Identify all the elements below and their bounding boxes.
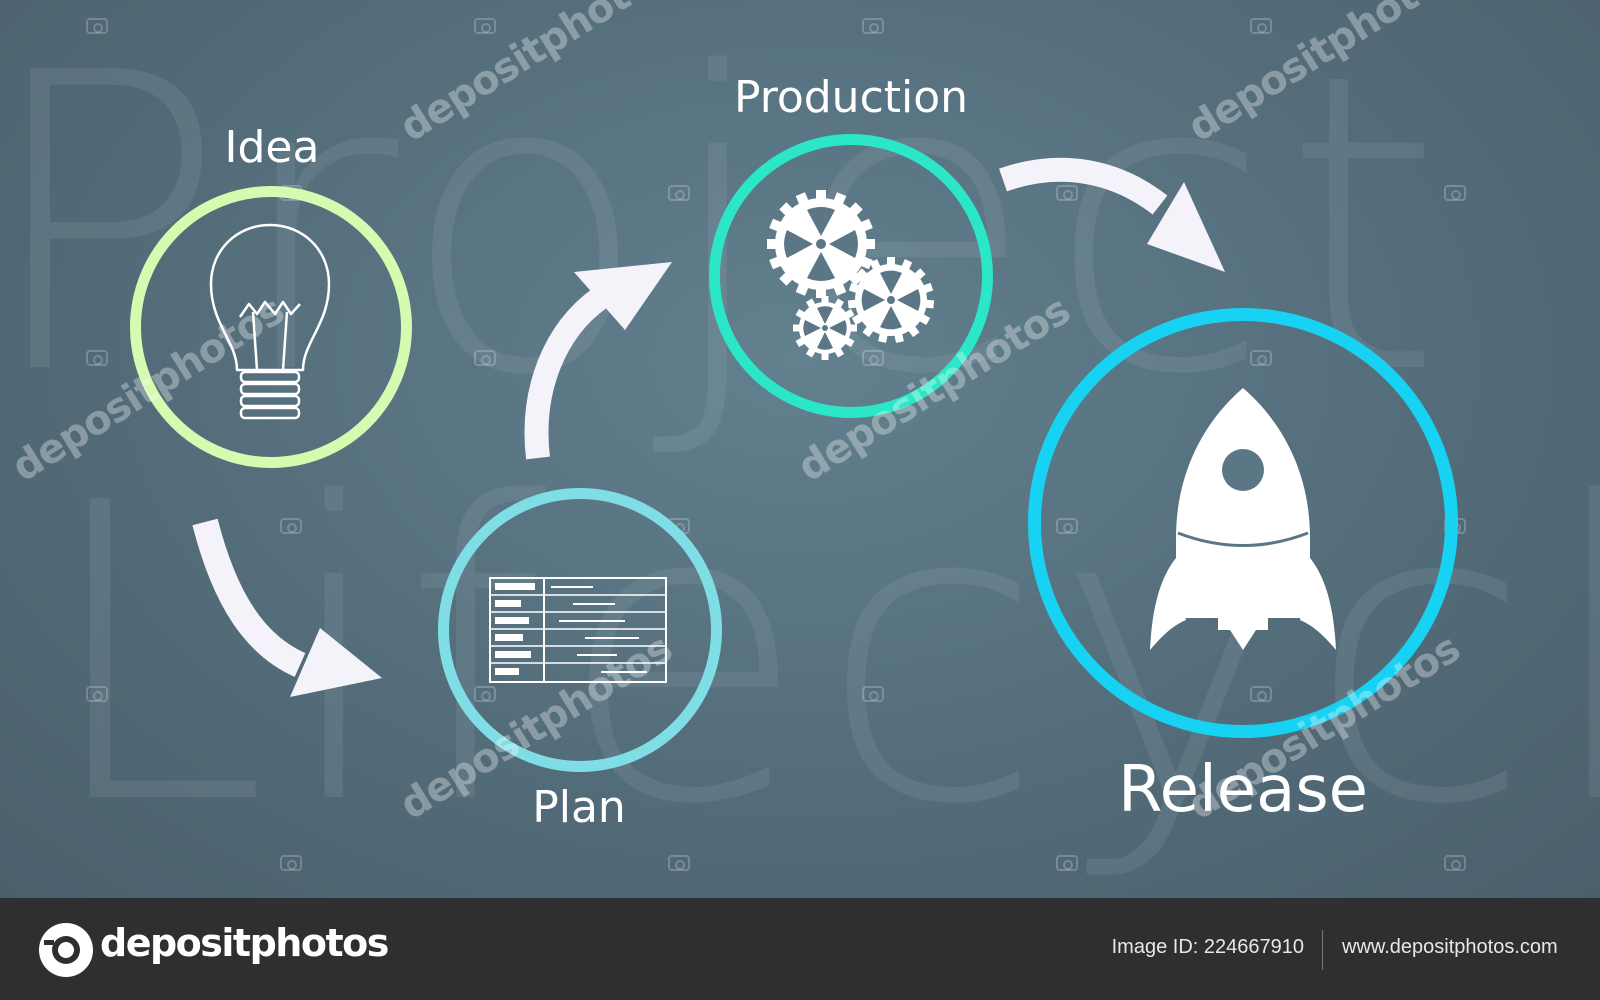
watermark-camera-icon [862,686,884,702]
idea-label: Idea [224,122,320,173]
watermark-camera-icon [474,18,496,34]
watermark-camera-icon [280,855,302,871]
watermark-camera-icon [1444,855,1466,871]
gear-large [767,190,875,298]
plan-label: Plan [532,782,626,833]
brand-name: depositphotos [100,921,389,965]
image-id-text: Image ID: 224667910 [1111,936,1304,958]
release-label: Release [1117,753,1369,827]
gears-icon [767,190,935,360]
arrow-plan-to-production [524,262,672,460]
flow-arrows [192,157,1225,697]
watermark-camera-icon [1250,18,1272,34]
rocket-icon [1150,388,1336,650]
lightbulb-icon [209,223,331,420]
site-url-link[interactable]: www.depositphotos.com [1342,936,1558,958]
arrow-production-to-release [999,157,1225,272]
gantt-chart-icon [489,577,667,683]
watermark-camera-icon [668,185,690,201]
footer-divider [1322,930,1323,970]
watermark-camera-icon [86,350,108,366]
production-label: Production [733,72,969,123]
production-step-ring [709,134,993,418]
watermark-camera-icon [474,350,496,366]
watermark-camera-icon [86,686,108,702]
plan-step-ring [438,488,722,772]
watermark-camera-icon [862,18,884,34]
footer-bar: depositphotos Image ID: 224667910 www.de… [0,898,1600,1000]
arrow-idea-to-plan [192,518,382,697]
camera-logo-icon [39,923,93,977]
gear-small [793,296,857,360]
watermark-camera-icon [280,518,302,534]
gear-medium [847,257,935,343]
watermark-camera-icon [1056,185,1078,201]
diagram-canvas: Project Lifecycle [0,0,1600,898]
watermark-camera-icon [86,18,108,34]
watermark-camera-icon [1056,855,1078,871]
idea-step-ring [130,186,412,468]
watermark-camera-icon [1444,185,1466,201]
watermark-camera-icon [668,855,690,871]
